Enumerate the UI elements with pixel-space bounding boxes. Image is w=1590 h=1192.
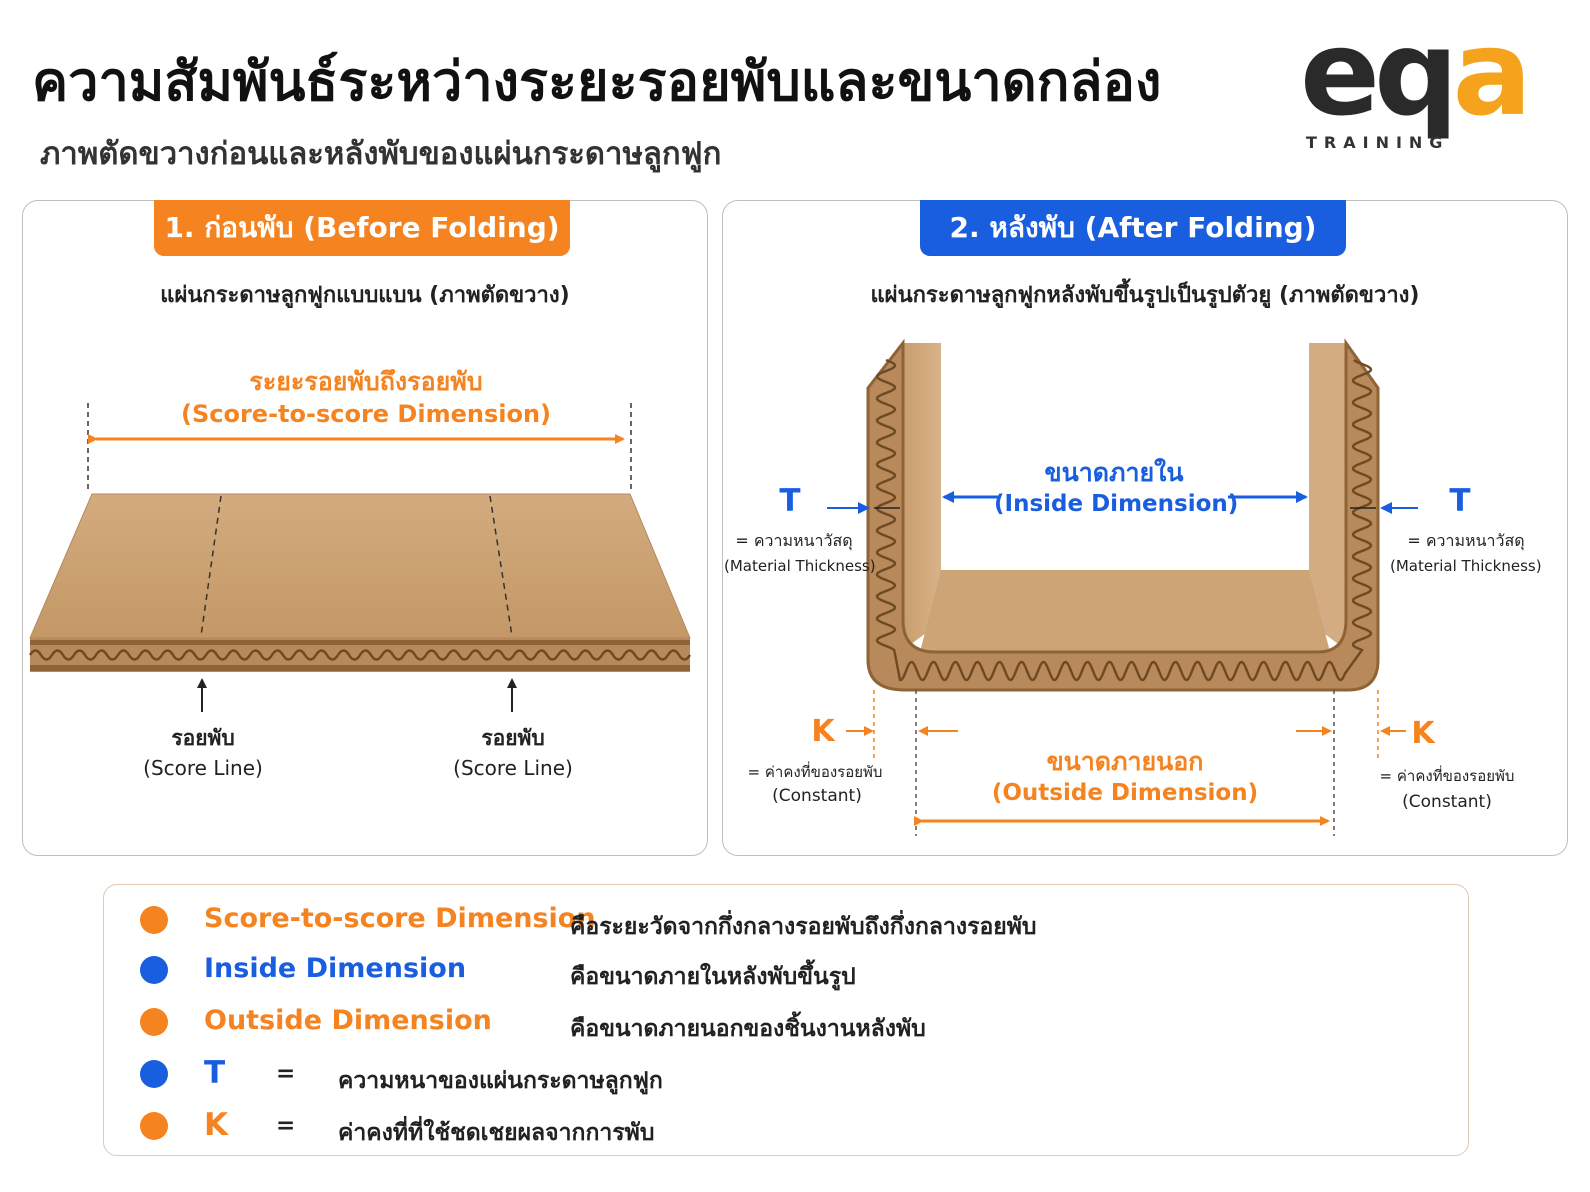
legend-term-k: K [204, 1107, 229, 1143]
legend-term-t: T [204, 1055, 226, 1091]
outside-dimension-label-th: ขนาดภายนอก [1046, 747, 1204, 776]
legend-box [103, 884, 1469, 1156]
logo-letter-q: q [1374, 4, 1459, 142]
legend-term-inside: Inside Dimension [204, 953, 467, 984]
legend-dot-k [140, 1112, 168, 1140]
legend-dot-outside [140, 1008, 168, 1036]
k-left-letter: K [811, 714, 835, 749]
score-to-score-label-en: (Score-to-score Dimension) [180, 400, 551, 428]
k-right-letter: K [1411, 716, 1435, 751]
logo-wordmark: eqa [1300, 14, 1532, 132]
legend-dot-t [140, 1060, 168, 1088]
inside-dimension-label-en: (Inside Dimension) [994, 491, 1239, 517]
legend-desc-k: ค่าคงที่ที่ใช้ชดเชยผลจากการพับ [338, 1120, 655, 1146]
u-cross-section-flute [875, 358, 1373, 682]
logo-letter-e: e [1300, 4, 1380, 142]
legend-dot-score [140, 906, 168, 934]
legend-dot-inside [140, 956, 168, 984]
k-right-label-en: (Constant) [1402, 792, 1492, 812]
legend-term-outside: Outside Dimension [204, 1005, 492, 1036]
before-folding-caption: แผ่นกระดาษลูกฟูกแบบแบน (ภาพตัดขวาง) [160, 283, 570, 308]
score-line-right-label-en: (Score Line) [453, 756, 573, 780]
score-to-score-label-th: ระยะรอยพับถึงรอยพับ [249, 367, 483, 396]
u-left-wall-face [903, 343, 941, 650]
outside-dimension-label-en: (Outside Dimension) [991, 780, 1259, 806]
t-right-label-en: (Material Thickness) [1390, 557, 1542, 575]
k-left-label-th: = ค่าคงที่ของรอยพับ [747, 763, 883, 781]
t-right-letter: T [1449, 483, 1471, 519]
u-floor-face [920, 570, 1330, 652]
t-left-label-en: (Material Thickness) [724, 557, 876, 575]
flat-sheet-top [29, 493, 691, 639]
flat-sheet-liner-bottom [30, 665, 690, 671]
legend-desc-inside: คือขนาดภายในหลังพับขึ้นรูป [570, 964, 856, 990]
page-title: ความสัมพันธ์ระหว่างระยะรอยพับและขนาดกล่อ… [32, 50, 1162, 113]
score-line-left-label-en: (Score Line) [143, 756, 263, 780]
k-right-label-th: = ค่าคงที่ของรอยพับ [1379, 767, 1515, 785]
logo-letter-a: a [1452, 4, 1533, 142]
score-line-left-label-th: รอยพับ [171, 726, 235, 750]
k-left-label-en: (Constant) [772, 786, 862, 806]
u-cross-section [866, 338, 1380, 692]
score-line-right-label-th: รอยพับ [481, 726, 545, 750]
score-line-right [489, 495, 513, 637]
inside-dimension-label-th: ขนาดภายใน [1044, 458, 1184, 487]
legend-desc-score: คือระยะวัดจากกึ่งกลางรอยพับถึงกึ่งกลางรอ… [570, 914, 1037, 940]
after-folding-badge: 2. หลังพับ (After Folding) [920, 200, 1346, 256]
legend-desc-t: ความหนาของแผ่นกระดาษลูกฟูก [338, 1068, 663, 1094]
u-right-wall-face [1309, 343, 1346, 650]
t-left-letter: T [779, 483, 801, 519]
t-right-label-th: = ความหนาวัสดุ [1407, 531, 1525, 550]
flat-sheet-liner-top [30, 640, 690, 645]
eqa-logo: eqa TRAINING [1300, 14, 1570, 158]
page-subtitle: ภาพตัดขวางก่อนและหลังพับของแผ่นกระดาษลูก… [40, 136, 722, 172]
legend-eq-t: = [276, 1061, 296, 1087]
t-left-label-th: = ความหนาวัสดุ [735, 531, 853, 550]
legend-term-score: Score-to-score Dimension [204, 903, 596, 934]
score-line-left [200, 495, 222, 637]
before-folding-badge: 1. ก่อนพับ (Before Folding) [154, 200, 570, 256]
legend-desc-outside: คือขนาดภายนอกของชิ้นงานหลังพับ [570, 1016, 926, 1042]
after-folding-caption: แผ่นกระดาษลูกฟูกหลังพับขึ้นรูปเป็นรูปตัว… [870, 283, 1420, 308]
legend-eq-k: = [276, 1113, 296, 1139]
logo-tagline: TRAINING [1306, 133, 1450, 152]
after-folding-panel [722, 200, 1568, 856]
flat-sheet-flute [28, 649, 692, 661]
